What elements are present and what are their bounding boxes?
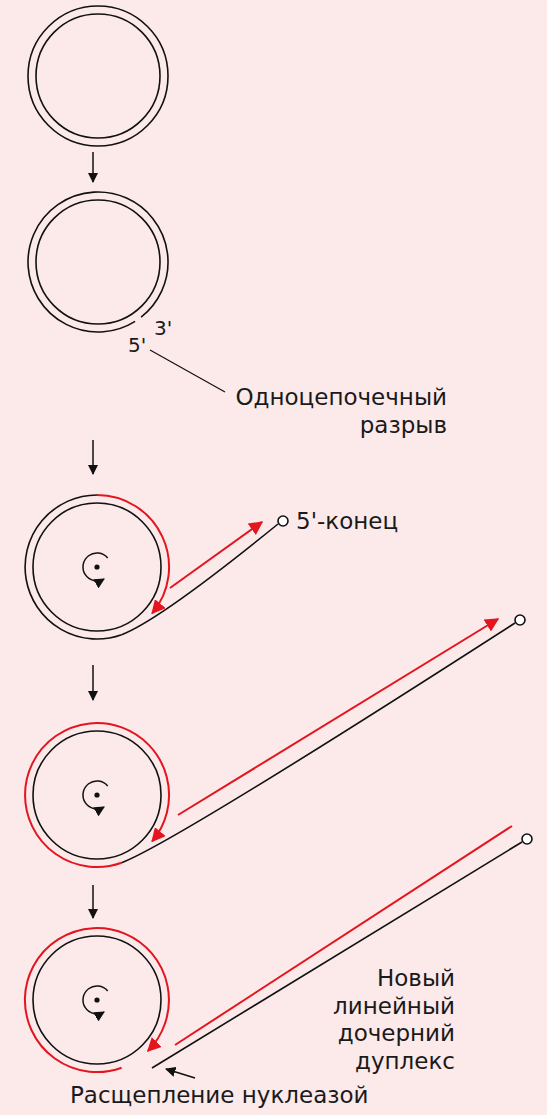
step-arrow — [92, 885, 94, 918]
end-label: 3' — [154, 316, 172, 340]
nick-label: Одноцепочечный разрыв — [232, 384, 447, 439]
rolling-circle-late — [25, 615, 525, 867]
rolling-circle-cut — [25, 826, 532, 1072]
step-arrow — [92, 665, 94, 700]
leader-line — [150, 350, 225, 392]
cut-label: Расщепление нуклеазой — [70, 1082, 369, 1110]
duplex-label: Новый линейный дочерний дуплекс — [305, 965, 455, 1075]
step-arrow — [92, 152, 94, 182]
end-label: 5' — [128, 333, 146, 357]
end-label: 5'-конец — [296, 508, 398, 536]
nicked-dna — [28, 192, 168, 332]
rolling-circle-early — [25, 495, 288, 639]
cut-arrow — [166, 1069, 195, 1078]
step-arrow — [92, 440, 94, 474]
circular-dna — [28, 6, 168, 146]
